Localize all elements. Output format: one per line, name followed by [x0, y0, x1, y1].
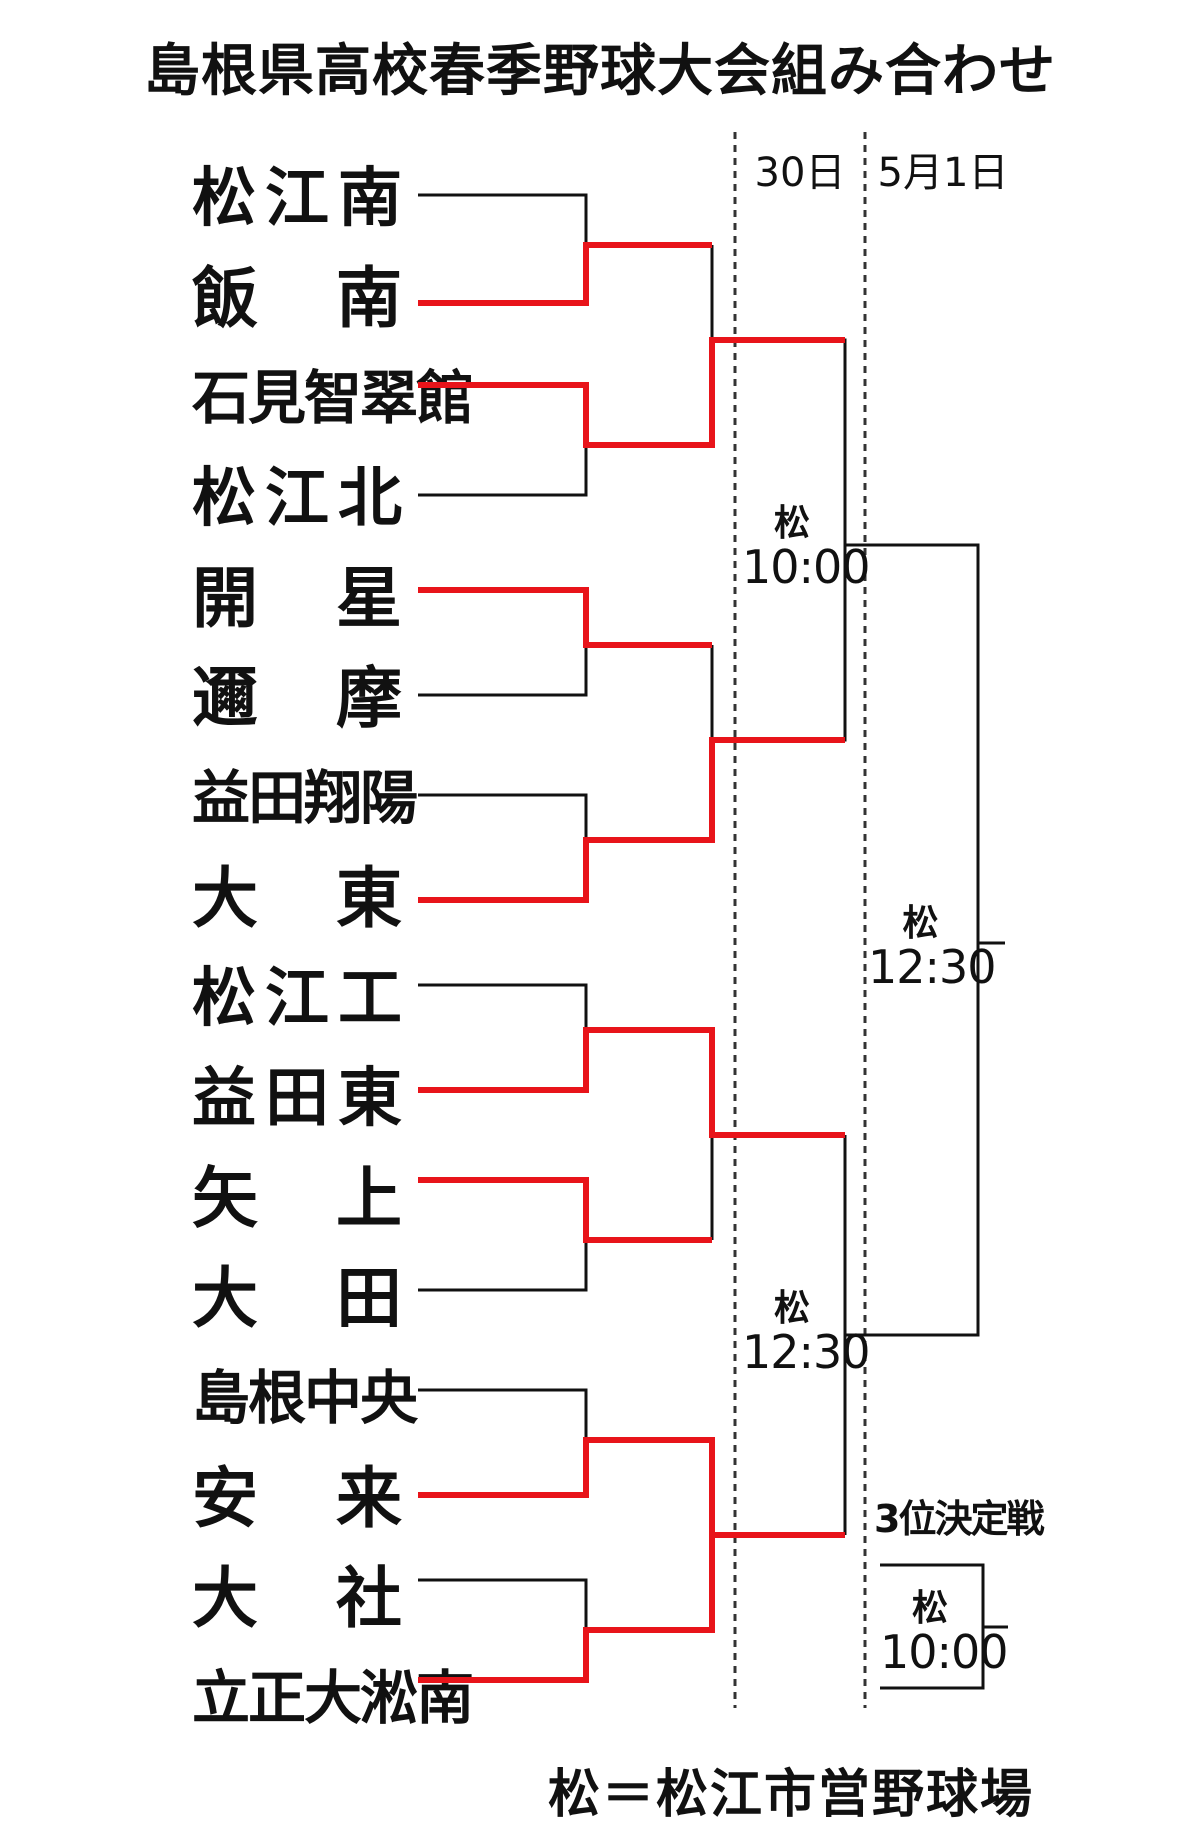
team-13: 島根中央 — [192, 1353, 418, 1433]
team-name-char: 社 — [336, 1560, 402, 1637]
team-name-char: 北 — [338, 462, 402, 536]
final-bracket — [845, 543, 980, 1337]
team-name-char: 江 — [265, 962, 329, 1036]
team-name-char: 江 — [265, 462, 329, 536]
page-title: 島根県高校春季野球大会組み合わせ — [144, 39, 1056, 104]
win-line-team-16 — [418, 1535, 715, 1683]
team-name-char: 正 — [248, 1664, 306, 1732]
r1-line-team-15 — [418, 1578, 588, 1630]
team-name-char: 見 — [248, 364, 306, 432]
team-7: 益田翔陽 — [192, 753, 418, 833]
team-name-char: 大 — [304, 1664, 362, 1732]
team-name-char: 立 — [192, 1664, 250, 1732]
team-name-char: 大 — [192, 860, 258, 937]
team-4: 松江北 — [192, 453, 402, 536]
team-name-char: 南 — [338, 162, 402, 236]
team-name-char: 南 — [336, 260, 402, 337]
win-line-team-5 — [418, 587, 712, 648]
team-name-char: 智 — [304, 364, 362, 432]
win-line-team-14 — [418, 1437, 845, 1538]
team-name-char: 江 — [265, 162, 329, 236]
venue-semi-top-time: 10:00 — [742, 539, 871, 594]
column-header-day1: 30日 — [754, 150, 846, 196]
venue-third-time: 10:00 — [880, 1624, 1009, 1679]
team-name-char: 大 — [192, 1560, 258, 1637]
r1-line-team-1 — [418, 193, 588, 245]
team-name-char: 摩 — [336, 660, 402, 737]
team-name-char: 上 — [336, 1160, 402, 1237]
venue-semi-bottom: 松 12:30 — [742, 1288, 871, 1379]
team-name-char: 益 — [192, 1062, 256, 1136]
team-name-char: 田 — [336, 1260, 402, 1337]
team-16: 立正大淞南 — [192, 1653, 474, 1733]
team-name-char: 飯 — [192, 260, 258, 337]
team-1: 松江南 — [192, 153, 402, 236]
team-name-char: 大 — [192, 1260, 258, 1337]
team-5: 開星 — [192, 553, 402, 637]
column-header-day2: 5月1日 — [877, 150, 1009, 196]
team-name-char: 来 — [336, 1460, 402, 1537]
team-name-char: 南 — [416, 1664, 474, 1732]
team-2: 飯南 — [192, 253, 402, 337]
team-6: 邇摩 — [192, 653, 402, 737]
win-line-team-10 — [418, 1027, 845, 1138]
venue-semi-bottom-time: 12:30 — [742, 1324, 871, 1379]
team-name-char: 松 — [192, 462, 256, 536]
venue-semi-top-name: 松 — [773, 503, 810, 544]
team-name-char: 星 — [336, 560, 402, 637]
team-name-char: 根 — [248, 1364, 306, 1432]
team-name-char: 安 — [192, 1460, 258, 1537]
team-15: 大社 — [192, 1553, 402, 1637]
team-12: 大田 — [192, 1253, 402, 1337]
venue-final-name: 松 — [902, 903, 939, 944]
team-name-char: 陽 — [360, 764, 418, 832]
r1-line-team-12 — [418, 1240, 588, 1292]
win-line-team-2 — [418, 242, 712, 306]
team-name-char: 館 — [416, 364, 474, 432]
venue-final: 松 12:30 — [868, 903, 997, 994]
team-name-char: 島 — [192, 1364, 250, 1432]
team-name-char: 淞 — [360, 1664, 418, 1732]
r1-line-team-7 — [418, 793, 588, 840]
team-name-char: 松 — [192, 962, 256, 1036]
team-14: 安来 — [192, 1453, 402, 1537]
team-name-char: 石 — [192, 364, 250, 432]
team-9: 松江工 — [192, 953, 402, 1036]
team-name-char: 中 — [304, 1364, 362, 1432]
team-8: 大東 — [192, 853, 402, 937]
team-name-char: 翔 — [304, 764, 362, 832]
team-name-char: 東 — [336, 860, 402, 937]
r1-line-team-9 — [418, 983, 588, 1030]
win-line-team-8 — [418, 737, 845, 903]
win-line-team-11 — [418, 1177, 712, 1243]
r1-line-team-4 — [418, 445, 588, 497]
team-3: 石見智翠館 — [192, 353, 474, 433]
r1-line-team-6 — [418, 645, 588, 697]
team-name-char: 矢 — [192, 1160, 258, 1237]
venue-final-time: 12:30 — [868, 939, 997, 994]
team-name-char: 開 — [192, 560, 258, 637]
team-name-char: 田 — [248, 764, 306, 832]
venue-third-name: 松 — [911, 1588, 948, 1629]
r1-line-team-13 — [418, 1388, 588, 1440]
venue-legend: 松＝松江市営野球場 — [548, 1765, 1035, 1825]
team-name-char: 田 — [265, 1062, 329, 1136]
venue-semi-bottom-name: 松 — [773, 1288, 810, 1329]
team-name-char: 央 — [360, 1364, 418, 1432]
win-line-team-3 — [418, 337, 845, 448]
team-name-char: 益 — [192, 764, 250, 832]
team-name-char: 工 — [338, 962, 402, 1036]
team-name-char: 東 — [338, 1062, 402, 1136]
team-name-char: 邇 — [192, 660, 258, 737]
team-name-char: 松 — [192, 162, 256, 236]
team-10: 益田東 — [192, 1053, 402, 1136]
team-name-char: 翠 — [360, 364, 418, 432]
venue-third-place: 松 10:00 — [880, 1588, 1009, 1679]
venue-semi-top: 松 10:00 — [742, 503, 871, 594]
third-place-label: 3位決定戦 — [874, 1497, 1044, 1541]
team-11: 矢上 — [192, 1153, 402, 1237]
